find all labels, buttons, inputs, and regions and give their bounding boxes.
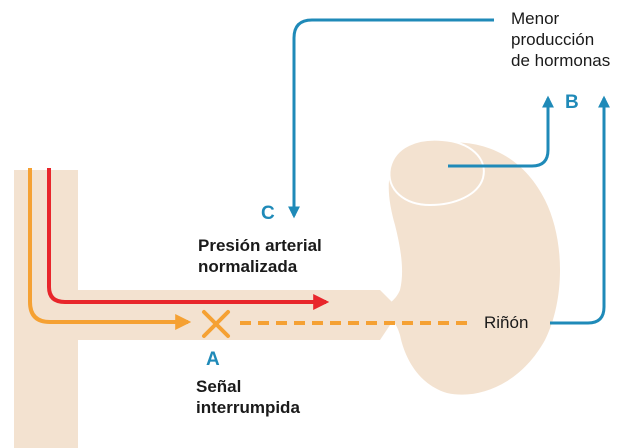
- label-presion-arterial: Presión arterial: [198, 236, 322, 255]
- label-normalizada: normalizada: [198, 257, 298, 276]
- label-senal: Señal: [196, 377, 242, 396]
- blue-line-b-adrenal: [448, 95, 554, 168]
- aorta-vessel: [14, 170, 400, 448]
- label-rinon: Riñón: [484, 313, 529, 332]
- blue-line-c: [288, 18, 494, 219]
- blue-line-b-kidney: [550, 95, 610, 325]
- interruption-x-mark: [202, 310, 230, 338]
- orange-signal-line: [28, 168, 192, 330]
- label-interrumpida: interrumpida: [196, 398, 300, 417]
- label-de-hormonas: de hormonas: [511, 51, 611, 70]
- red-pressure-line: [47, 168, 330, 310]
- label-letter-c: C: [261, 203, 275, 224]
- label-letter-a: A: [206, 349, 220, 370]
- label-menor: Menor: [511, 9, 560, 28]
- label-produccion: producción: [511, 30, 595, 49]
- label-letter-b: B: [565, 92, 579, 113]
- adrenal-gland: [388, 138, 485, 207]
